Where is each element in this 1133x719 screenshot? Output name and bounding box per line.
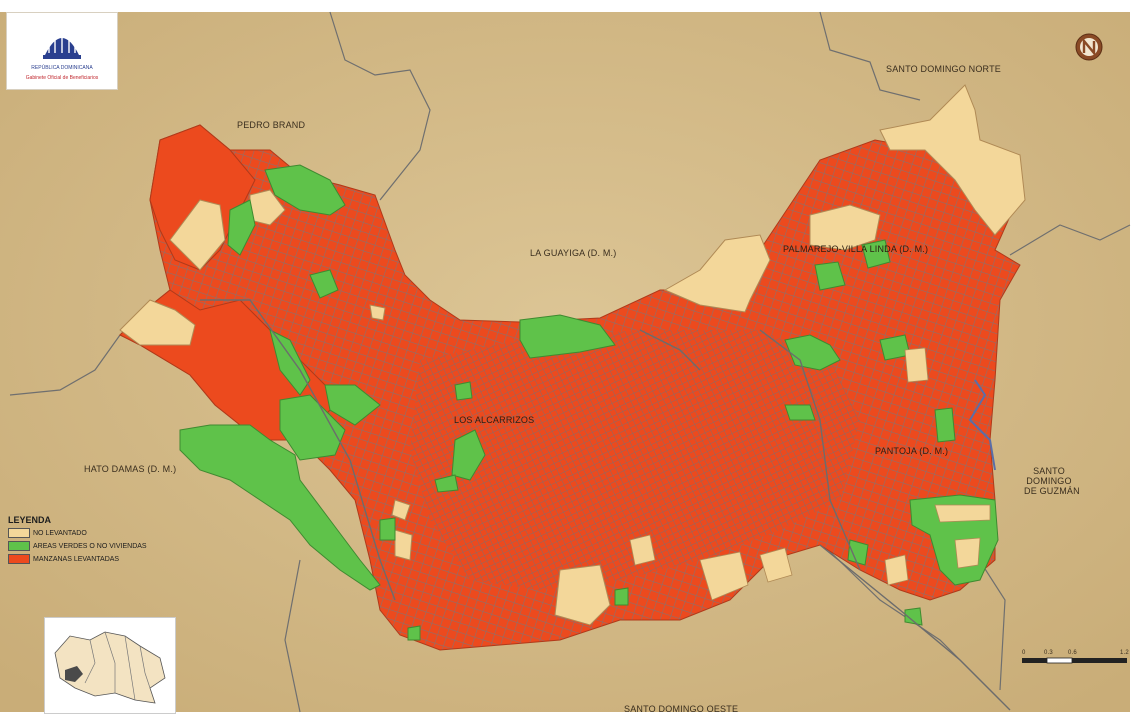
not-surveyed-areas — [119, 84, 1026, 626]
legend-title: LEYENDA — [8, 515, 52, 525]
label-sdg-line-3: DE GUZMÁN — [1024, 486, 1080, 496]
label-los-alcarrizos: LOS ALCARRIZOS — [454, 415, 535, 425]
legend-swatch-green — [8, 541, 30, 551]
label-santo-domingo-guzman: SANTO DOMINGO DE GUZMÁN — [1024, 466, 1080, 496]
label-sdg-line-2: DOMINGO — [1026, 476, 1072, 486]
label-pantoja: PANTOJA (D. M.) — [875, 446, 949, 456]
legend-swatch-beige — [8, 528, 30, 538]
legend-label: NO LEVANTADO — [33, 529, 87, 537]
label-sdg-line-1: SANTO — [1033, 466, 1065, 476]
scale-labels: 0 0.3 0.6 1.2 — [1022, 650, 1130, 670]
scale-tick-0: 0 — [1022, 650, 1026, 656]
label-pedro-brand: PEDRO BRAND — [237, 120, 306, 130]
government-seal-icon — [43, 33, 81, 59]
logo-line-1: REPÚBLICA DOMINICANA — [31, 65, 93, 71]
legend: LEYENDA NO LEVANTADO AREAS VERDES O NO V… — [8, 515, 208, 567]
label-palmarejo: PALMAREJO-VILLA LINDA (D. M.) — [783, 244, 929, 254]
residential-developments — [629, 347, 991, 601]
scale-tick-1: 0.3 — [1044, 650, 1053, 656]
label-santo-domingo-norte: SANTO DOMINGO NORTE — [886, 64, 1001, 74]
legend-item-manzanas-levantadas: MANZANAS LEVANTADAS — [8, 554, 208, 564]
legend-item-areas-verdes: AREAS VERDES O NO VIVIENDAS — [8, 541, 208, 551]
scale-tick-3: 1.2 — [1120, 650, 1129, 656]
label-santo-domingo-oeste: SANTO DOMINGO OESTE — [624, 704, 739, 714]
label-la-guayiga: LA GUAYIGA (D. M.) — [530, 248, 617, 258]
label-hato-damas: HATO DAMAS (D. M.) — [84, 464, 177, 474]
legend-label: AREAS VERDES O NO VIVIENDAS — [33, 542, 147, 550]
river — [968, 379, 996, 471]
dense-core-fine — [410, 330, 860, 590]
inset-map-drawing — [54, 631, 166, 704]
government-logo: REPÚBLICA DOMINICANA Gabinete Oficial de… — [6, 12, 118, 90]
green-areas — [179, 164, 999, 641]
legend-item-no-levantado: NO LEVANTADO — [8, 528, 208, 538]
roads — [200, 299, 1011, 711]
inset-locator-map — [44, 617, 176, 714]
legend-swatch-red — [8, 554, 30, 564]
legend-label: MANZANAS LEVANTADAS — [33, 555, 120, 563]
scale-bar — [1022, 657, 1127, 664]
north-arrow-icon — [1075, 33, 1103, 61]
scale-tick-2: 0.6 — [1068, 650, 1077, 656]
logo-line-2: Gabinete Oficial de Beneficiarios — [25, 75, 99, 81]
